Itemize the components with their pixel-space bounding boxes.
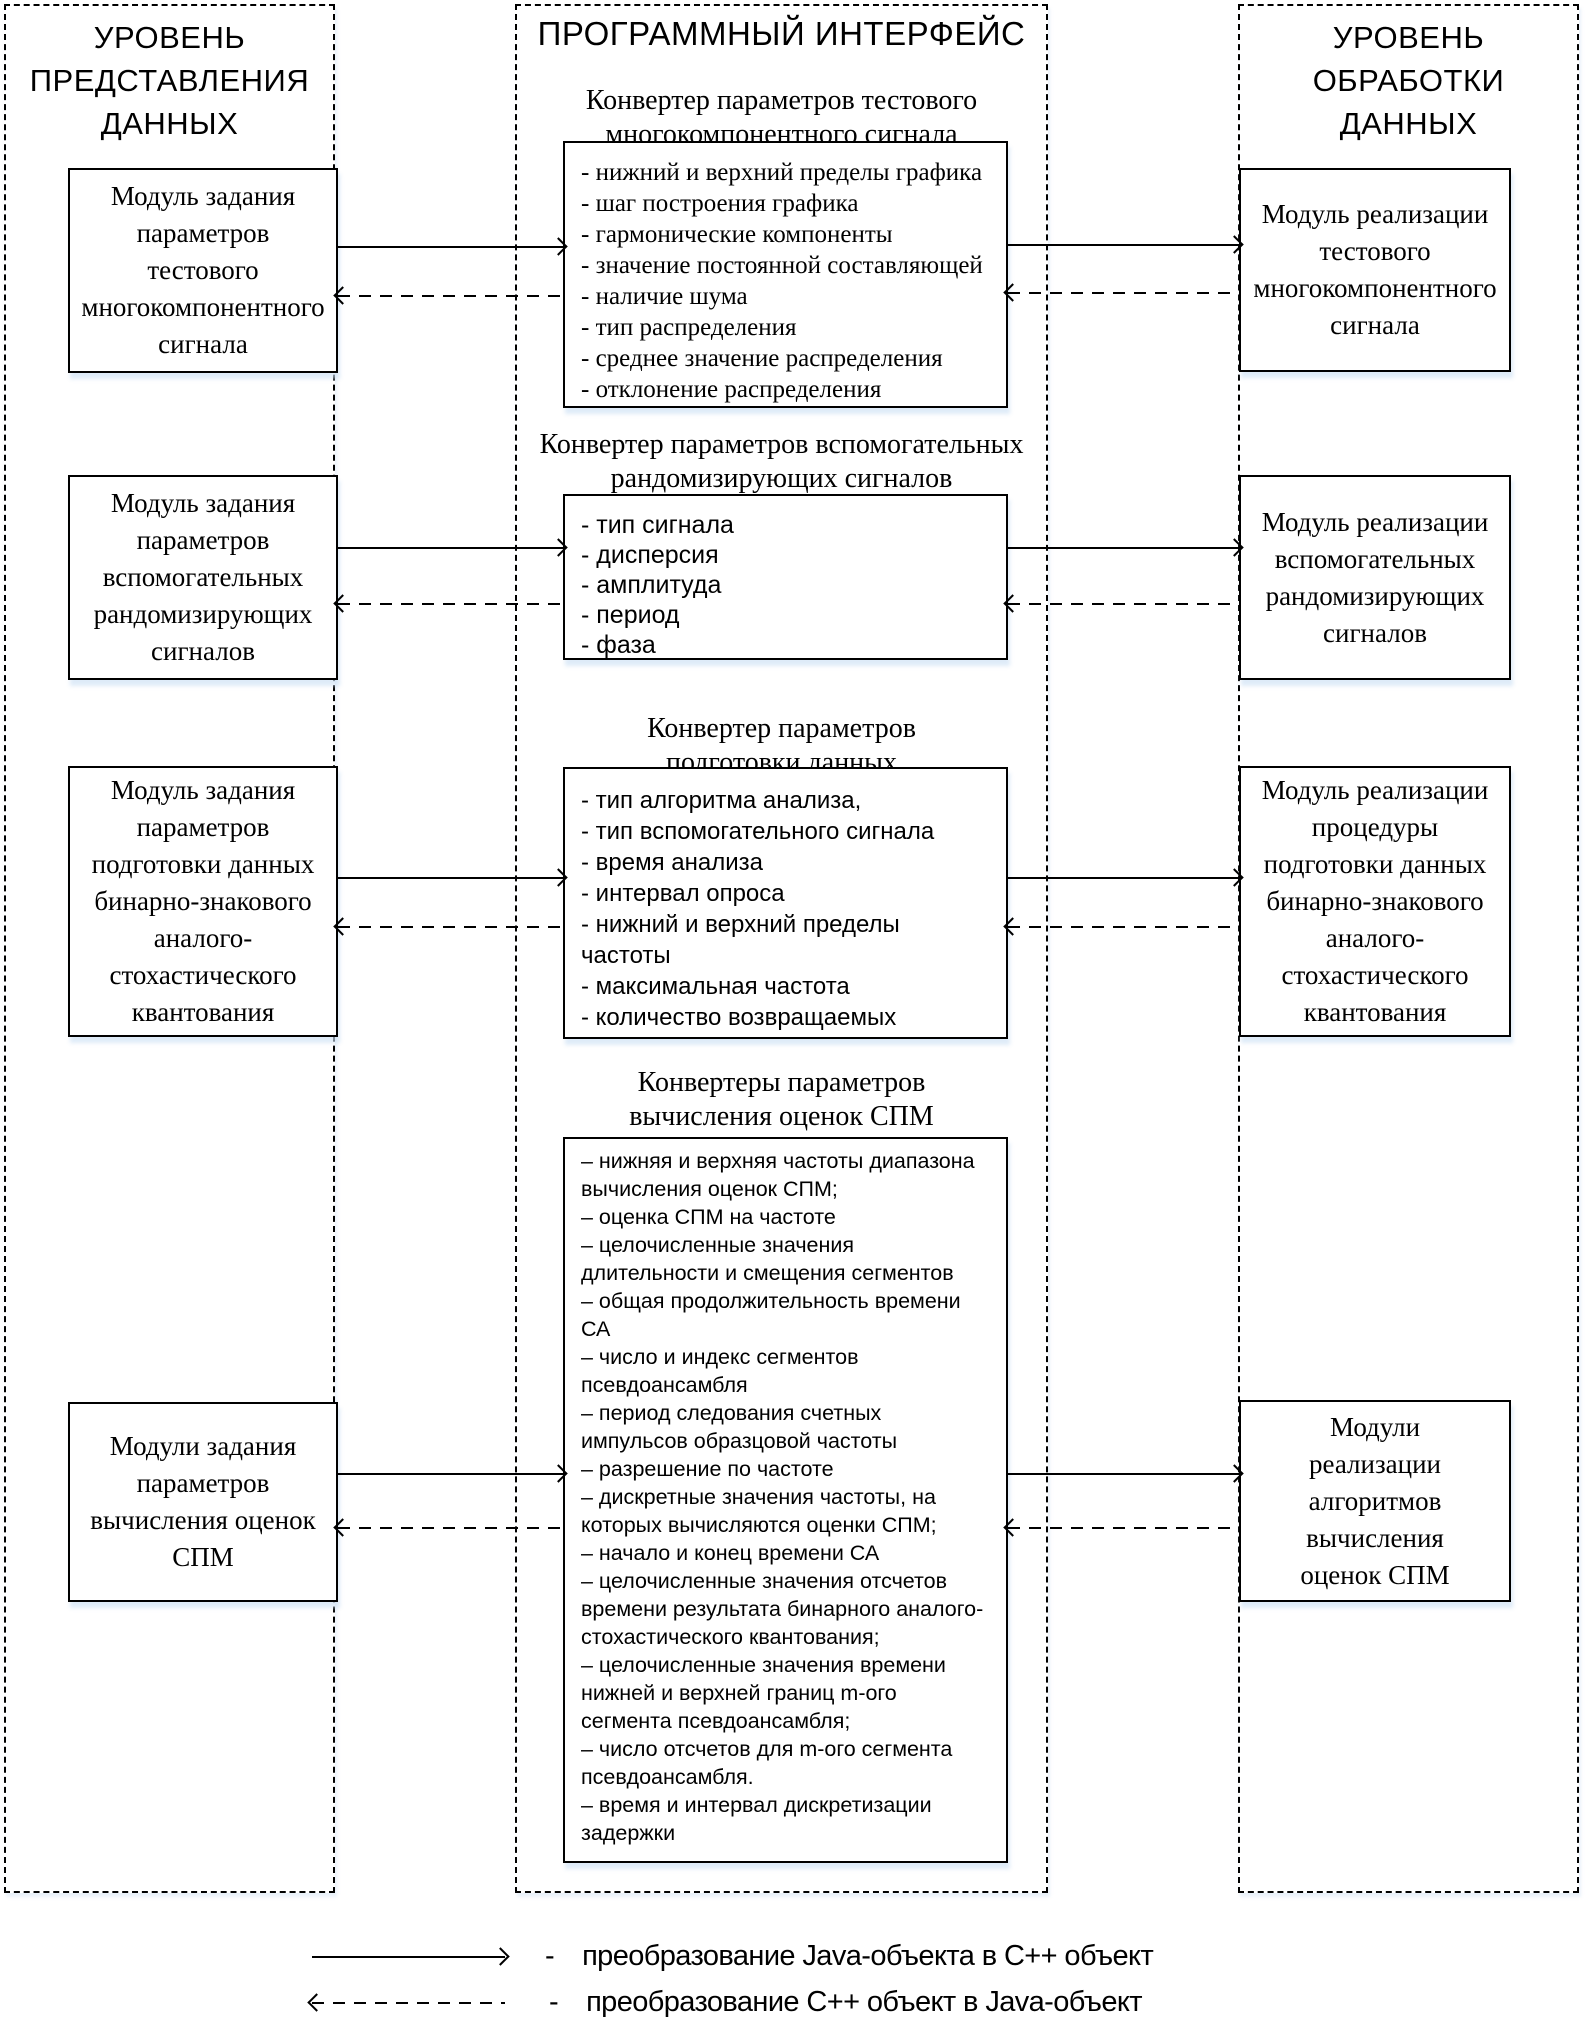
- list-item: – разрешение по частоте: [581, 1457, 834, 1481]
- list-item: - гармонические компоненты: [581, 221, 893, 248]
- module-box-label: Модуль реализации тестового многокомпоне…: [1253, 199, 1497, 340]
- java-to-cpp-arrow: [1008, 877, 1239, 879]
- module-box-presentation-psd-estimates: Модули задания параметров вычисления оце…: [68, 1402, 338, 1602]
- list-item: - отклонение распределения: [581, 376, 882, 403]
- converter-box-data-preparation: - тип алгоритма анализа, - тип вспомогате…: [563, 767, 1008, 1039]
- converter-box-psd-estimates: – нижняя и верхняя частоты диапазона выч…: [563, 1137, 1008, 1863]
- module-box-processing-test-signal: Модуль реализации тестового многокомпоне…: [1239, 168, 1511, 372]
- legend-solid-arrow-icon: [312, 1956, 505, 1958]
- legend-bullet: -: [549, 1986, 559, 2018]
- list-item: - интервал опроса: [581, 880, 785, 907]
- list-item: – дискретные значения частоты, на которы…: [581, 1485, 937, 1537]
- module-box-processing-psd-estimates: Модули реализации алгоритмов вычисления …: [1239, 1400, 1511, 1602]
- module-box-processing-randomizing-signals: Модуль реализации вспомогательных рандом…: [1239, 475, 1511, 680]
- module-box-processing-data-preparation: Модуль реализации процедуры подготовки д…: [1239, 766, 1511, 1037]
- java-to-cpp-arrow: [338, 246, 563, 248]
- list-item: – целочисленные значения длительности и …: [581, 1233, 954, 1285]
- cpp-to-java-arrow: [1008, 926, 1239, 928]
- list-item: - амплитуда: [581, 571, 722, 599]
- list-item: – время и интервал дискретизации задержк…: [581, 1793, 932, 1845]
- cpp-to-java-arrow: [338, 926, 563, 928]
- module-box-presentation-randomizing-signals: Модуль задания параметров вспомогательны…: [68, 475, 338, 680]
- legend-label: преобразование C++ объект в Java-объект: [586, 1986, 1143, 2018]
- list-item: - максимальная частота: [581, 973, 850, 1000]
- legend-item: -преобразование C++ объект в Java-объект: [549, 1986, 1143, 2019]
- java-to-cpp-arrow: [338, 877, 563, 879]
- cpp-to-java-arrow: [338, 295, 563, 297]
- column-title-interface: ПРОГРАММНЫЙ ИНТЕРФЕЙС: [537, 15, 1026, 52]
- java-to-cpp-arrow: [1008, 547, 1239, 549]
- converter-title-psd-estimates: Конвертеры параметров вычисления оценок …: [629, 1067, 934, 1132]
- list-item: – начало и конец времени СА: [581, 1541, 880, 1565]
- module-box-presentation-test-signal: Модуль задания параметров тестового мног…: [68, 168, 338, 373]
- list-item: – целочисленные значения времени нижней …: [581, 1653, 946, 1733]
- java-to-cpp-arrow: [338, 1473, 563, 1475]
- cpp-to-java-arrow: [1008, 603, 1239, 605]
- converter-box-randomizing-signals: - тип сигнала- дисперсия- амплитуда- пер…: [563, 494, 1008, 660]
- module-box-label: Модуль задания параметров тестового мног…: [81, 181, 325, 359]
- list-item: - период: [581, 601, 680, 629]
- list-item: - дисперсия: [581, 541, 719, 569]
- converter-title-randomizing-signals: Конвертер параметров вспомогательных ран…: [539, 429, 1024, 494]
- list-item: – число и индекс сегментов псевдоансамбл…: [581, 1345, 859, 1397]
- legend-dashed-arrow-icon: [312, 2002, 505, 2004]
- cpp-to-java-arrow: [1008, 1527, 1239, 1529]
- list-item: – оценка СПМ на частоте: [581, 1205, 836, 1229]
- module-box-label: Модуль реализации процедуры подготовки д…: [1261, 775, 1489, 1027]
- cpp-to-java-arrow: [1008, 292, 1239, 294]
- module-box-label: Модуль задания параметров подготовки дан…: [91, 775, 315, 1027]
- column-title-presentation: УРОВЕНЬ ПРЕДСТАВЛЕНИЯ ДАННЫХ: [29, 20, 310, 141]
- list-item: – число отсчетов для m-ого сегмента псев…: [581, 1737, 953, 1789]
- list-item: - тип распределения: [581, 314, 797, 341]
- list-item: - время анализа: [581, 849, 763, 876]
- list-item: - шаг построения графика: [581, 190, 859, 217]
- list-item: - фаза: [581, 631, 656, 659]
- list-item: – период следования счетных импульсов об…: [581, 1401, 898, 1453]
- list-item: – нижняя и верхняя частоты диапазона выч…: [581, 1149, 975, 1201]
- module-box-label: Модули задания параметров вычисления оце…: [90, 1431, 316, 1572]
- cpp-to-java-arrow: [338, 1527, 563, 1529]
- list-item: - нижний и верхний пределы частоты: [581, 911, 900, 969]
- list-item: - нижний и верхний пределы графика: [581, 159, 983, 186]
- module-box-label: Модули реализации алгоритмов вычисления …: [1300, 1411, 1450, 1590]
- legend-item: -преобразование Java-объекта в C++ объек…: [545, 1940, 1154, 1973]
- legend-bullet: -: [545, 1940, 555, 1972]
- list-item: - значение постоянной составляющей: [581, 252, 983, 279]
- list-item: - среднее значение распределения: [581, 345, 943, 372]
- list-item: – целочисленные значения отсчетов времен…: [581, 1569, 984, 1649]
- legend-label: преобразование Java-объекта в C++ объект: [582, 1940, 1154, 1972]
- list-item: - количество возвращаемых знакочередован…: [581, 1004, 897, 1037]
- column-title-processing: УРОВЕНЬ ОБРАБОТКИ ДАННЫХ: [1312, 20, 1505, 141]
- cpp-to-java-arrow: [338, 603, 563, 605]
- list-item: - наличие шума: [581, 283, 748, 310]
- java-to-cpp-arrow: [338, 547, 563, 549]
- list-item: - тип сигнала: [581, 511, 734, 539]
- list-item: - тип алгоритма анализа,: [581, 787, 862, 814]
- java-to-cpp-arrow: [1008, 244, 1239, 246]
- module-box-label: Модуль задания параметров вспомогательны…: [93, 488, 313, 666]
- layer-program-interface: [515, 4, 1048, 1893]
- list-item: – общая продолжительность времени СА: [581, 1289, 961, 1341]
- module-box-presentation-data-preparation: Модуль задания параметров подготовки дан…: [68, 766, 338, 1037]
- module-box-label: Модуль реализации вспомогательных рандом…: [1261, 506, 1489, 648]
- list-item: - тип вспомогательного сигнала: [581, 818, 935, 845]
- java-to-cpp-arrow: [1008, 1473, 1239, 1475]
- converter-box-test-signal: - нижний и верхний пределы графика - шаг …: [563, 141, 1008, 408]
